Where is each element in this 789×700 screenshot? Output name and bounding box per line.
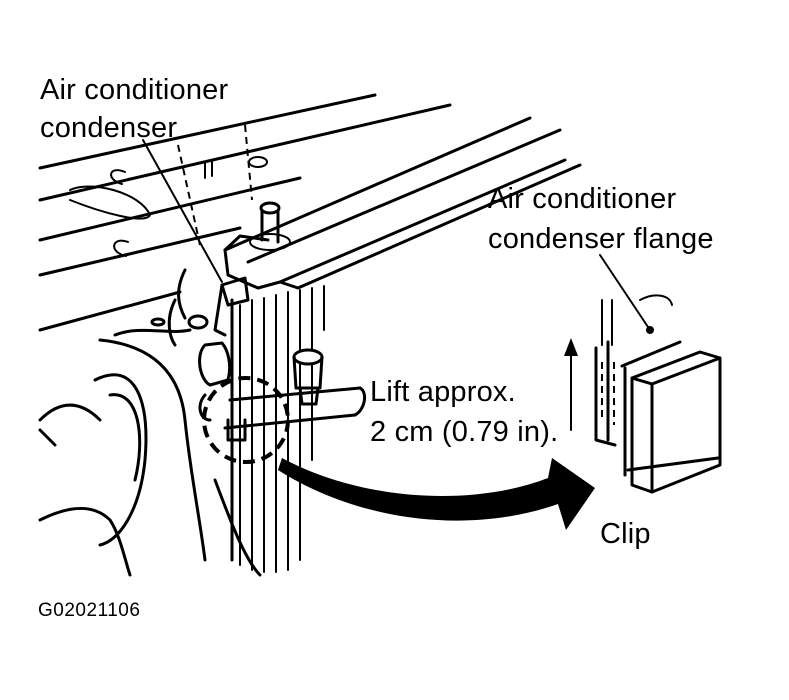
support-holes — [69, 124, 268, 257]
flange-label-line2: condenser flange — [488, 223, 714, 255]
flange-leader — [599, 254, 651, 331]
fan-shroud-area — [38, 268, 262, 577]
detail-circle — [202, 376, 290, 464]
clip-in-situ — [226, 418, 247, 442]
condenser-label-line2: condenser — [40, 112, 178, 144]
figure-code: G02021106 — [38, 600, 141, 621]
upper-radiator-support — [38, 93, 582, 332]
flange-leader-dot — [646, 326, 654, 334]
detail-view — [564, 294, 722, 494]
condenser-leader — [142, 139, 223, 283]
condenser-label-line1: Air conditioner — [40, 74, 229, 106]
detail-arrow — [278, 458, 595, 530]
lift-label-line1: Lift approx. — [370, 376, 516, 408]
clip-label: Clip — [600, 518, 651, 550]
condenser-bracket — [198, 276, 367, 430]
flange-label-line1: Air conditioner — [488, 183, 677, 215]
lift-label-line2: 2 cm (0.79 in). — [370, 416, 559, 448]
